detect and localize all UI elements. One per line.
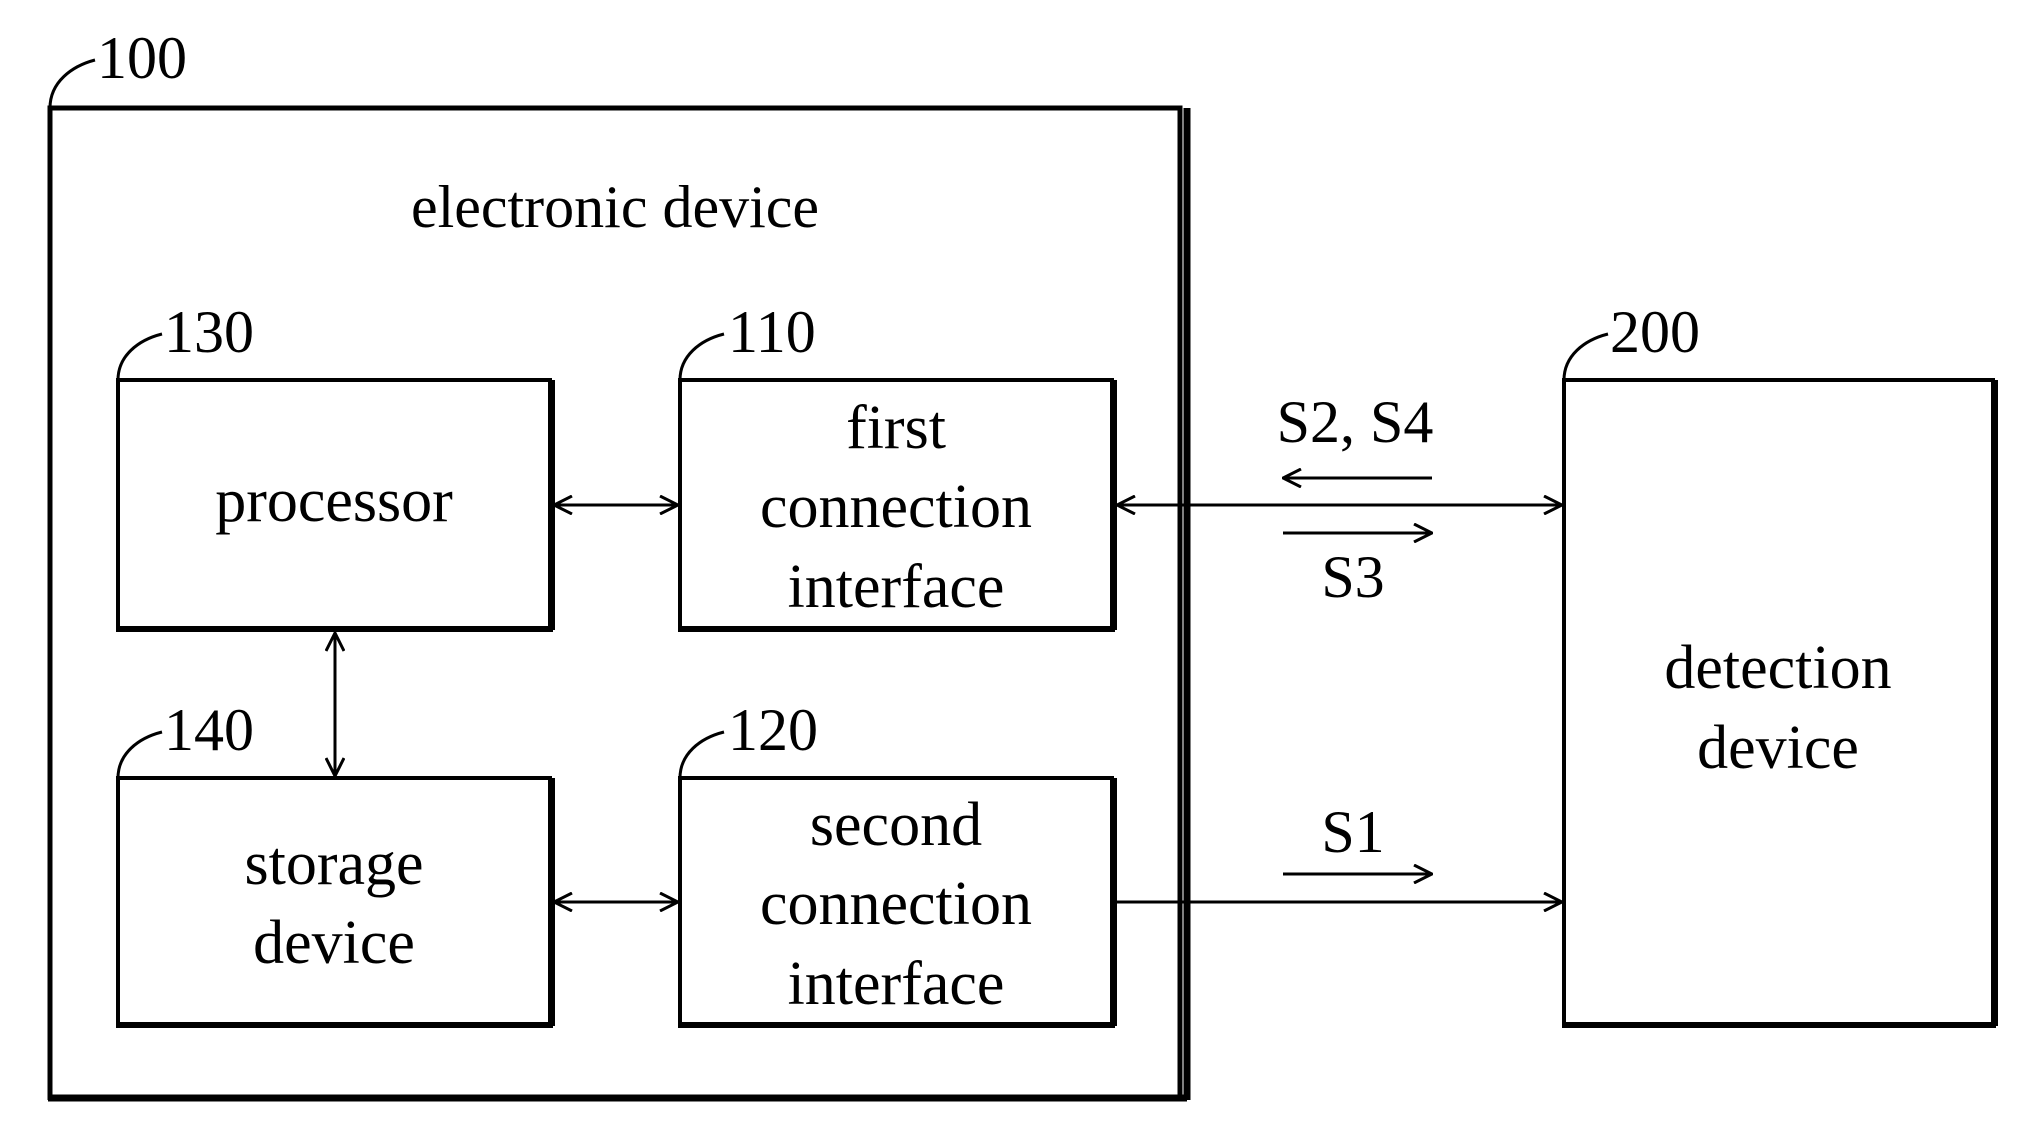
detection-device-box (1564, 380, 1993, 1026)
detection-device-box-shadow (1562, 380, 1996, 1026)
detection-device-ref: 200 (1610, 299, 1700, 365)
electronic-device-group: 100 electronic device (48, 25, 1187, 1100)
first-interface-label-line-3: interface (788, 553, 1005, 621)
storage-device-box-shadow (116, 778, 553, 1026)
second-interface-label-line-2: connection (760, 870, 1032, 938)
detection-device-group: 200 detection device (1562, 299, 1996, 1026)
second-interface-label-line-3: interface (788, 950, 1005, 1018)
second-interface-label-line-1: second (810, 791, 982, 859)
signal-s2-s4-label: S2, S4 (1277, 389, 1434, 455)
electronic-device-ref: 100 (97, 25, 187, 91)
storage-device-label-line-2: device (253, 909, 415, 977)
processor-leader (118, 334, 162, 380)
second-interface-group: 120 second connection interface (678, 697, 1115, 1026)
detection-device-label-line-2: device (1697, 714, 1859, 782)
processor-label: processor (215, 467, 453, 535)
second-interface-ref: 120 (728, 697, 818, 763)
signal-s1-label: S1 (1321, 799, 1384, 865)
electronic-device-box-shadow (48, 108, 1187, 1100)
storage-device-box (118, 778, 550, 1026)
electronic-device-box (50, 108, 1180, 1100)
first-interface-ref: 110 (728, 299, 816, 365)
signal-s3-label: S3 (1321, 544, 1384, 610)
first-interface-group: 110 first connection interface (678, 299, 1115, 630)
processor-ref: 130 (164, 299, 254, 365)
electronic-device-leader (50, 60, 95, 108)
processor-group: 130 processor (116, 299, 553, 630)
first-interface-leader (680, 334, 724, 380)
detection-device-label-line-1: detection (1664, 634, 1891, 702)
electronic-device-title: electronic device (411, 174, 819, 240)
detection-device-leader (1564, 334, 1608, 380)
storage-device-label-line-1: storage (244, 830, 423, 898)
storage-device-leader (118, 732, 162, 778)
second-interface-leader (680, 732, 724, 778)
storage-device-ref: 140 (164, 697, 254, 763)
first-interface-label-line-1: first (846, 394, 946, 462)
first-interface-label-line-2: connection (760, 473, 1032, 541)
